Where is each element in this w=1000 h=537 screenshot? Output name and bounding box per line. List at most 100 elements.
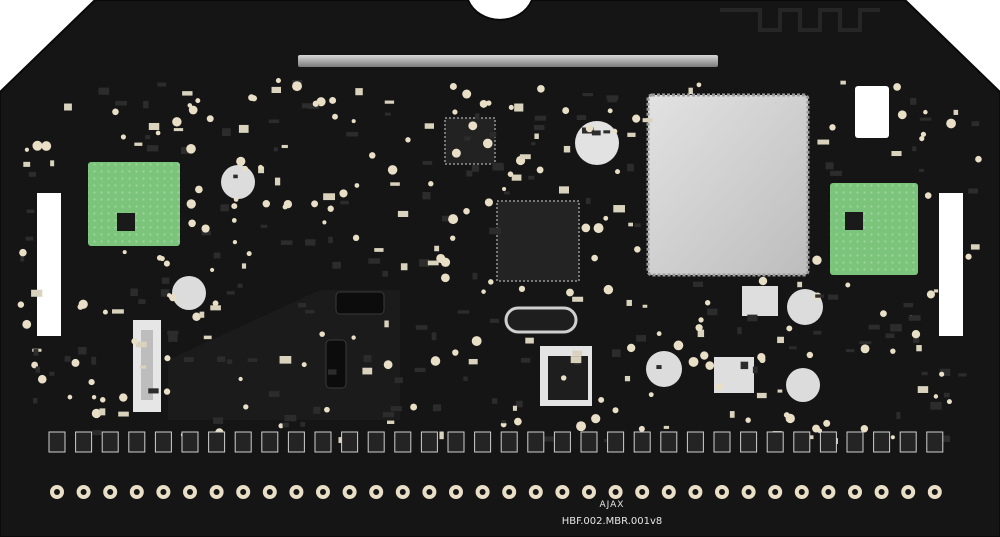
solder-pad [965,253,972,260]
solder-pad [471,336,482,346]
solder-pad [466,170,473,177]
solder-pad [172,117,182,127]
top-metal-bar [298,55,718,67]
solder-pad [472,272,478,280]
solder-pad [260,224,268,228]
solder-pad [146,145,159,152]
terminal-component [846,431,864,453]
terminal-hole [160,489,167,495]
solder-pad [368,258,380,264]
solder-pad [213,417,224,424]
capacitor [221,165,255,199]
solder-pad [143,100,149,109]
solder-pad [362,367,373,375]
solder-pad [355,88,363,96]
terminal-component [181,431,199,453]
solder-pad [518,285,526,292]
solder-pad [119,393,128,402]
terminal-component [819,431,837,453]
solder-pad [777,389,783,393]
solder-pad [933,394,939,399]
solder-pad [528,175,535,180]
solder-pad [481,289,486,294]
solder-pad [332,113,338,120]
solder-pad [422,191,431,200]
solder-pad [41,141,52,151]
terminal-component [341,431,359,453]
solder-pad [231,203,238,210]
solder-pad [138,299,146,304]
terminal-component [261,431,279,453]
solder-pad [222,128,231,137]
solder-pad [220,204,229,212]
solder-pad [673,340,684,351]
solder-pad [688,356,699,367]
mounting-slot-right [939,193,963,336]
solder-pad [612,407,619,414]
solder-pad [812,424,821,433]
terminal-hole [107,489,114,495]
solder-pad [897,110,907,120]
solder-pad [374,248,384,252]
solder-pad [387,420,395,424]
green-module-right-chip [845,212,863,230]
solder-pad [195,98,201,104]
solder-pad [484,198,493,207]
solder-pad [591,254,598,262]
solder-pad [213,252,221,259]
solder-pad [243,404,249,410]
solder-pad [507,171,514,177]
solder-pad [268,119,280,124]
solder-pad [930,401,942,410]
solder-pad [122,250,127,255]
terminal-component [527,431,545,453]
solder-pad [49,371,55,376]
solder-pad [112,309,124,314]
solder-pad [572,350,583,356]
solder-pad [64,356,71,362]
solder-pad [581,223,591,233]
solder-pad [206,115,214,123]
solder-pad [387,165,398,175]
solder-pad [400,263,408,271]
solder-pad [692,281,704,287]
solder-pad [92,430,102,436]
solder-pad [920,131,927,137]
solder-pad [227,359,233,364]
solder-pad [238,124,249,133]
solder-pad [281,144,288,149]
solder-pad [829,124,836,131]
solder-pad [157,82,167,87]
solder-pad [946,399,952,405]
solder-pad [427,260,439,266]
main-mcu-chip [496,200,580,282]
solder-pad [891,151,902,157]
solder-pad [700,351,709,360]
capacitor [172,276,206,310]
solder-pad [384,320,389,328]
solder-pad [536,166,544,174]
terminal-hole [612,489,619,495]
solder-pad [169,294,177,302]
solder-pad [382,270,388,277]
solder-pad [390,182,400,186]
solder-pad [921,371,928,376]
solder-pad [319,331,325,337]
solder-pad [512,405,517,411]
solder-pad [939,371,945,377]
solder-pad [525,337,534,344]
capacitor [786,368,820,402]
terminal-hole [399,489,406,495]
solder-pad [346,132,359,137]
solder-pad [351,335,356,340]
solder-pad [155,130,161,136]
capacitor [787,289,823,325]
solder-pad [971,121,980,127]
solder-pad [188,219,196,228]
solder-pad [785,413,795,424]
rf-shield-can [646,93,810,277]
terminal-hole [187,489,193,495]
terminal-hole [346,489,353,495]
solder-pad [656,331,662,337]
